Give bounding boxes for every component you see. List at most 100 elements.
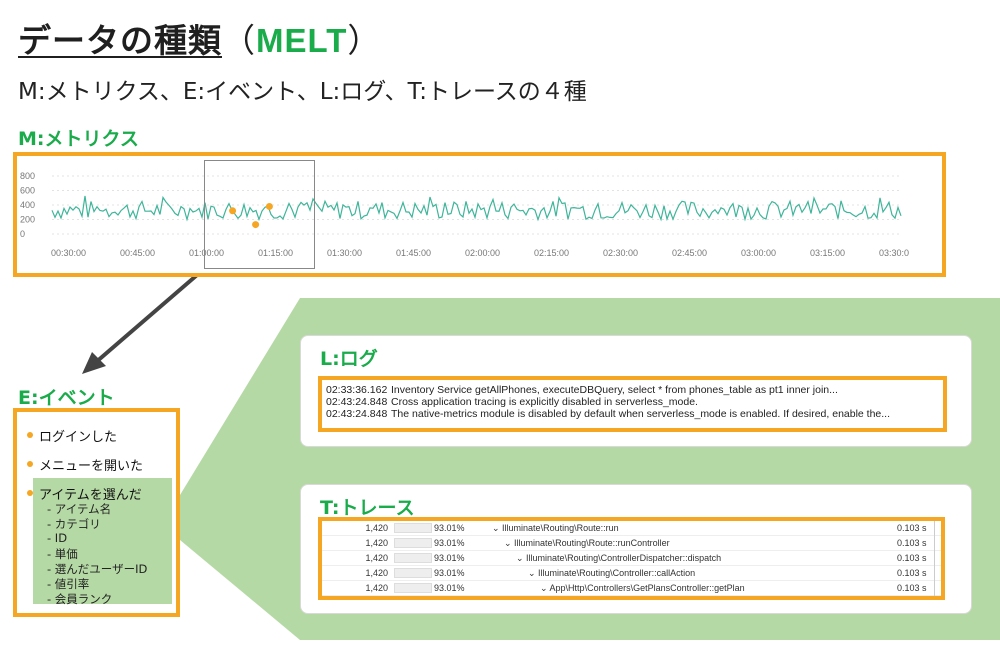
chevron-down-icon: ⌄ [540,583,550,593]
trace-name: ⌄ Illuminate\Routing\Route::runControlle… [504,538,670,549]
trace-count: 1,420 [365,553,388,563]
event-item-label: ログインした [39,430,118,445]
bullet-icon [27,490,33,496]
log-time: 02:43:24.848 [326,408,388,420]
trace-name: ⌄ Illuminate\Routing\ControllerDispatche… [516,553,721,564]
trace-count: 1,420 [365,568,388,578]
x-tick-label: 01:30:00 [327,248,362,258]
event-item-label: アイテムを選んだ [39,488,142,503]
metrics-chart: 800 600 400 200 0 00:30:00 00:45:00 01:00:00 01:… [20,171,909,258]
trace-time: 0.103 [897,538,920,548]
trace-unit: s [922,553,927,563]
log-text: Inventory Service getAllPhones, executeD… [391,384,838,396]
x-tick-label: 02:45:00 [672,248,707,258]
x-tick-label: 00:30:00 [51,248,86,258]
chevron-down-icon: ⌄ [504,538,515,548]
trace-name-text: Illuminate\Routing\Route::runController [514,538,670,548]
trace-percent: 93.01% [434,523,465,533]
event-item-label: メニューを開いた [39,459,144,474]
chevron-down-icon: ⌄ [492,523,503,533]
trace-count: 1,420 [365,538,388,548]
chevron-down-icon: ⌄ [516,553,527,563]
event-attribute: - ID [47,531,68,545]
title-melt: MELT [256,22,348,59]
log-time: 02:33:36.162 [326,384,388,396]
event-attribute: - アイテム名 [47,502,112,516]
event-item: アイテムを選んだ [27,484,142,503]
event-attribute: - 選んだユーザーID [47,562,148,576]
title-paren-open: （ [222,21,256,60]
log-time: 02:43:24.848 [326,396,388,408]
events-label: E:イベント [18,387,115,409]
y-tick-label: 200 [20,215,35,225]
trace-bar [394,583,432,593]
event-attribute: - カテゴリ [47,517,101,531]
x-tick-label: 03:15:00 [810,248,845,258]
trace-unit: s [922,583,927,593]
zoom-selection-rect [204,160,315,269]
log-text: The native-metrics module is disabled by… [391,408,891,420]
event-attribute: - 値引率 [47,577,90,591]
x-tick-label: 03:30:0 [879,248,909,258]
y-tick-label: 400 [20,200,35,210]
logs-label: L:ログ [320,348,378,370]
trace-bar [394,523,432,533]
y-tick-label: 800 [20,171,35,181]
bullet-icon [27,432,33,438]
traces-box: 1,420 93.01% ⌄ Illuminate\Routing\Route:… [318,517,945,600]
metrics-chart-box: 800 600 400 200 0 00:30:00 00:45:00 01:00:00 01:… [13,152,946,277]
trace-row[interactable]: 1,420 93.01% ⌄ Illuminate\Routing\Contro… [322,566,941,581]
zoom-arrow-head [82,352,106,374]
x-tick-label: 02:30:00 [603,248,638,258]
trace-percent: 93.01% [434,583,465,593]
trace-name-text: Illuminate\Routing\ControllerDispatcher:… [526,553,722,563]
trace-count: 1,420 [365,523,388,533]
x-tick-label: 01:45:00 [396,248,431,258]
trace-percent: 93.01% [434,538,465,548]
trace-time: 0.103 [897,568,920,578]
x-tick-label: 03:00:00 [741,248,776,258]
trace-bar [394,568,432,578]
trace-unit: s [922,568,927,578]
trace-time: 0.103 [897,523,920,533]
trace-time: 0.103 [897,583,920,593]
event-item: メニューを開いた [27,455,143,474]
title-main: データの種類 [18,21,222,60]
events-box: ログインした メニューを開いた アイテムを選んだ - アイテム名 - カテゴリ … [13,408,180,617]
trace-scrollbar[interactable] [934,521,935,596]
trace-time: 0.103 [897,553,920,563]
metrics-series-line [51,195,902,222]
trace-row[interactable]: 1,420 93.01% ⌄ Illuminate\Routing\Route:… [322,536,941,551]
page-subtitle: M:メトリクス、E:イベント、L:ログ、T:トレースの４種 [18,79,587,105]
trace-percent: 93.01% [434,553,465,563]
event-item: ログインした [27,426,117,445]
trace-bar [394,538,432,548]
page-title: データの種類（MELT） [18,14,381,62]
chevron-down-icon: ⌄ [528,568,539,578]
event-marker [265,202,273,210]
event-attribute: - 単価 [47,547,78,561]
y-tick-label: 600 [20,186,35,196]
trace-bar [394,553,432,563]
trace-row[interactable]: 1,420 93.01% ⌄ Illuminate\Routing\Route:… [322,521,941,536]
bullet-icon [27,461,33,467]
trace-row[interactable]: 1,420 93.01% ⌄ Illuminate\Routing\Contro… [322,551,941,566]
log-text: Cross application tracing is explicitly … [391,396,698,408]
trace-name-text: Illuminate\Routing\Route::run [502,523,619,533]
y-tick-label: 0 [20,229,25,239]
trace-row[interactable]: 1,420 93.01% ⌄ App\Http\Controllers\GetP… [322,581,941,596]
x-tick-label: 01:00:00 [189,248,224,258]
x-tick-label: 02:00:00 [465,248,500,258]
event-attribute: - 会員ランク [47,592,113,606]
x-tick-label: 01:15:00 [258,248,293,258]
event-marker [229,207,237,215]
trace-name-text: App\Http\Controllers\GetPlansController:… [549,583,745,593]
title-paren-close: ） [347,21,382,60]
trace-name-text: Illuminate\Routing\Controller::callActio… [538,568,696,578]
x-tick-label: 00:45:00 [120,248,155,258]
trace-name: ⌄ App\Http\Controllers\GetPlansControlle… [540,583,745,594]
